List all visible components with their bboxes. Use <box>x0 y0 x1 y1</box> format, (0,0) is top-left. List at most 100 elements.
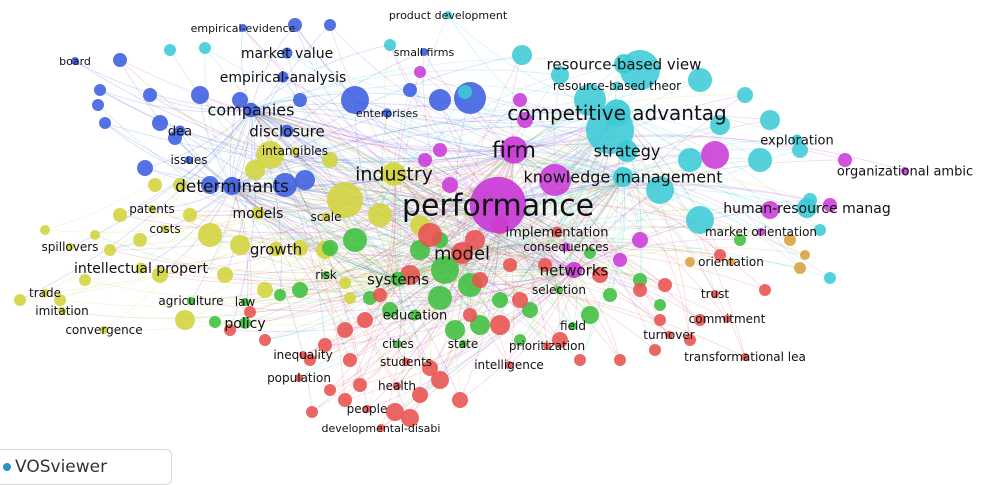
node-label-companies[interactable]: companies <box>208 101 295 120</box>
node-law[interactable] <box>240 297 250 307</box>
node-commitment[interactable] <box>723 315 731 323</box>
minor-node-148[interactable] <box>224 324 236 336</box>
minor-node-66[interactable] <box>152 267 168 283</box>
node-label-exploration[interactable]: exploration <box>760 134 834 149</box>
node-label-model[interactable]: model <box>434 243 490 264</box>
minor-node-134[interactable] <box>412 387 428 403</box>
node-label-prioritization[interactable]: prioritization <box>509 339 585 353</box>
minor-node-63[interactable] <box>54 294 66 306</box>
node-label-inequality[interactable]: inequality <box>273 348 332 362</box>
node-consequences[interactable] <box>561 242 571 252</box>
minor-node-141[interactable] <box>401 409 419 427</box>
minor-node-86[interactable] <box>322 240 338 256</box>
node-industry[interactable] <box>382 162 406 186</box>
node-label-policy[interactable]: policy <box>224 316 265 332</box>
node-inequality[interactable] <box>299 351 307 359</box>
minor-node-74[interactable] <box>256 141 284 169</box>
node-policy[interactable] <box>239 317 251 329</box>
node-label-orientation[interactable]: orientation <box>698 255 764 269</box>
minor-node-42[interactable] <box>517 112 533 128</box>
minor-node-51[interactable] <box>613 253 627 267</box>
node-risk[interactable] <box>322 271 330 279</box>
minor-node-130[interactable] <box>318 338 332 352</box>
minor-node-49[interactable] <box>442 177 458 193</box>
node-small-firms[interactable] <box>420 48 428 56</box>
minor-node-113[interactable] <box>503 258 517 272</box>
minor-node-116[interactable] <box>633 283 647 297</box>
minor-node-144[interactable] <box>759 284 771 296</box>
minor-node-44[interactable] <box>761 201 779 219</box>
node-spillovers[interactable] <box>66 243 74 251</box>
node-label-empirical-analysis[interactable]: empirical-analysis <box>220 70 347 86</box>
node-market-orientation[interactable] <box>757 228 765 236</box>
node-trust[interactable] <box>711 290 719 298</box>
node-field[interactable] <box>569 322 577 330</box>
node-label-intangibles[interactable]: intangibles <box>262 144 328 158</box>
minor-node-76[interactable] <box>327 182 363 218</box>
minor-node-56[interactable] <box>794 262 806 274</box>
minor-node-118[interactable] <box>694 314 706 326</box>
minor-node-23[interactable] <box>458 85 472 99</box>
minor-node-128[interactable] <box>357 312 373 328</box>
node-label-trust[interactable]: trust <box>701 287 729 301</box>
node-costs[interactable] <box>161 225 169 233</box>
minor-node-37[interactable] <box>574 84 606 116</box>
minor-node-47[interactable] <box>539 164 571 196</box>
node-label-turnover[interactable]: turnover <box>643 328 694 342</box>
node-label-issues[interactable]: issues <box>170 153 207 167</box>
minor-node-7[interactable] <box>137 160 153 176</box>
node-empirical-analysis[interactable] <box>277 71 289 83</box>
minor-node-135[interactable] <box>431 371 449 389</box>
node-label-students[interactable]: students <box>380 355 432 369</box>
minor-node-121[interactable] <box>614 354 626 366</box>
node-label-health[interactable]: health <box>378 379 416 393</box>
node-label-spillovers[interactable]: spillovers <box>42 240 99 254</box>
minor-node-112[interactable] <box>472 272 488 288</box>
node-label-cities[interactable]: cities <box>382 337 414 351</box>
minor-node-72[interactable] <box>292 240 308 256</box>
minor-node-43[interactable] <box>701 141 729 169</box>
minor-node-132[interactable] <box>343 353 357 367</box>
minor-node-45[interactable] <box>838 153 852 167</box>
node-empirical-evidence[interactable] <box>239 24 247 32</box>
minor-node-145[interactable] <box>658 278 672 292</box>
node-label-dea[interactable]: dea <box>168 125 192 140</box>
minor-node-27[interactable] <box>688 68 712 92</box>
minor-node-115[interactable] <box>592 267 608 283</box>
node-convergence[interactable] <box>100 326 108 334</box>
node-label-models[interactable]: models <box>233 206 284 222</box>
minor-node-138[interactable] <box>306 406 318 418</box>
minor-node-87[interactable] <box>292 282 308 298</box>
minor-node-59[interactable] <box>133 233 147 247</box>
node-label-market-value[interactable]: market value <box>241 46 333 62</box>
node-transformational-lea[interactable] <box>741 353 749 361</box>
node-resource-based-view[interactable] <box>614 54 634 74</box>
minor-node-57[interactable] <box>685 257 695 267</box>
node-label-small-firms[interactable]: small firms <box>394 46 455 59</box>
minor-node-106[interactable] <box>734 234 746 246</box>
node-state[interactable] <box>458 339 468 349</box>
node-dea[interactable] <box>174 125 186 137</box>
node-label-risk[interactable]: risk <box>315 268 337 282</box>
node-label-trade[interactable]: trade <box>29 286 61 300</box>
minor-node-38[interactable] <box>814 224 826 236</box>
node-label-competitive-advantag[interactable]: competitive advantag <box>507 101 727 125</box>
node-label-consequences[interactable]: consequences <box>523 240 609 254</box>
minor-node-108[interactable] <box>418 223 442 247</box>
minor-node-53[interactable] <box>414 66 426 78</box>
node-label-implementation[interactable]: implementation <box>505 226 608 241</box>
node-cities[interactable] <box>393 339 403 349</box>
node-label-product-development[interactable]: product development <box>389 9 508 22</box>
minor-node-140[interactable] <box>386 403 404 421</box>
minor-node-14[interactable] <box>403 83 417 97</box>
minor-node-82[interactable] <box>173 178 187 192</box>
node-developmental-disabi[interactable] <box>377 424 385 432</box>
node-market-value[interactable] <box>281 47 293 59</box>
minor-node-35[interactable] <box>686 206 714 234</box>
minor-node-50[interactable] <box>632 232 648 248</box>
minor-node-5[interactable] <box>152 115 168 131</box>
minor-node-99[interactable] <box>633 273 647 287</box>
minor-node-122[interactable] <box>574 354 586 366</box>
node-systems[interactable] <box>390 271 406 287</box>
